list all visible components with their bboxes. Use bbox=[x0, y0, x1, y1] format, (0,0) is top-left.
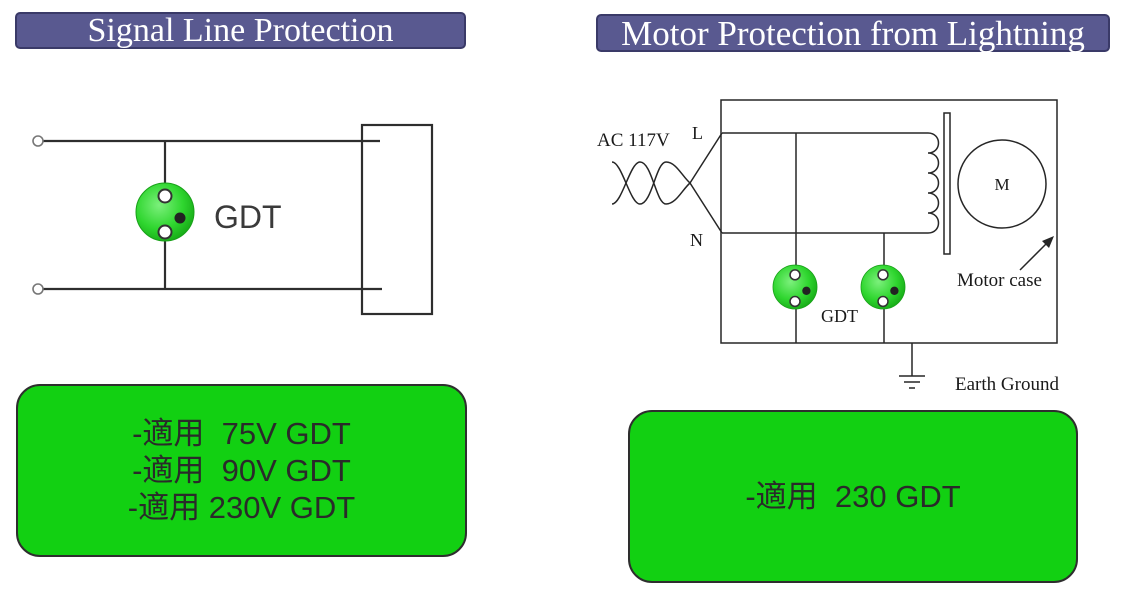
note-line: -適用 90V GDT bbox=[132, 453, 351, 488]
enclosure-box bbox=[720, 99, 1058, 344]
gdt-electrode-bottom bbox=[157, 224, 173, 240]
gdt-electrode-bottom bbox=[877, 295, 889, 308]
gdt-gas-dot bbox=[174, 212, 186, 224]
gdt-electrode-top bbox=[789, 269, 801, 281]
signal-line-title: Signal Line Protection bbox=[15, 12, 466, 49]
motor-circle bbox=[957, 139, 1047, 229]
gdt-symbol bbox=[772, 264, 818, 310]
note-line: -適用 75V GDT bbox=[132, 416, 351, 451]
protected-device-box bbox=[360, 123, 434, 316]
terminal-bottom bbox=[32, 283, 44, 295]
gdt-gas-dot bbox=[890, 286, 899, 295]
gdt-body bbox=[772, 264, 818, 310]
earth-ground-label: Earth Ground bbox=[955, 374, 1059, 395]
motor-coil bbox=[927, 132, 940, 234]
terminal-top bbox=[32, 135, 44, 147]
source-label: AC 117V bbox=[597, 130, 670, 151]
gdt-electrode-top bbox=[157, 188, 173, 204]
gdt-body bbox=[135, 182, 195, 242]
motor-core-bar bbox=[943, 112, 951, 255]
twisted-pair-wire-b bbox=[611, 161, 723, 234]
motor-case-arrow-shaft bbox=[1019, 241, 1049, 271]
gdt-body bbox=[860, 264, 906, 310]
gdt-symbol bbox=[135, 182, 195, 242]
note-line: -適用 230V GDT bbox=[127, 490, 356, 525]
motor-protection-title: Motor Protection from Lightning bbox=[596, 14, 1110, 52]
motor-label: M bbox=[994, 175, 1009, 194]
gdt-electrode-bottom bbox=[789, 295, 801, 308]
motor-protection-note-box: -適用 230 GDT bbox=[628, 410, 1078, 583]
gdt-label: GDT bbox=[821, 306, 858, 326]
ground-symbol bbox=[899, 375, 925, 389]
motor-protection-circuit: M GDT AC 117V L N Motor case Earth Grou bbox=[597, 99, 1059, 395]
signal-line-note-box: -適用 75V GDT -適用 90V GDT -適用 230V GDT bbox=[16, 384, 467, 557]
motor-case-arrow-head bbox=[1042, 236, 1054, 248]
signal-line-circuit: GDT bbox=[32, 123, 434, 316]
line-label: L bbox=[692, 123, 703, 143]
twisted-pair-wire-a bbox=[611, 132, 723, 205]
note-line: -適用 230 GDT bbox=[745, 479, 961, 514]
gdt-gas-dot bbox=[802, 286, 811, 295]
gdt-symbol bbox=[860, 264, 906, 310]
gdt-electrode-top bbox=[877, 269, 889, 281]
motor-case-label: Motor case bbox=[957, 270, 1042, 291]
neutral-label: N bbox=[690, 230, 703, 250]
gdt-label: GDT bbox=[214, 199, 282, 235]
